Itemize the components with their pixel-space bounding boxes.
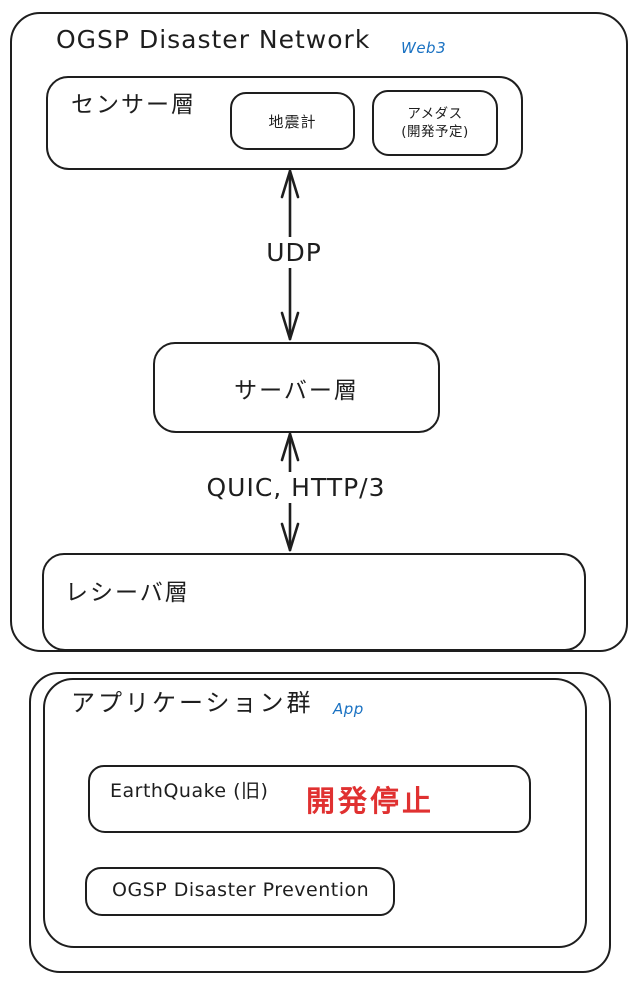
application-outer-box [29,672,611,973]
application-group-label: アプリケーション群 [71,689,314,717]
earthquake-old-box [88,765,531,833]
receiver-layer-label: レシーバ層 [65,580,190,606]
ogsp-network-box [10,12,628,652]
diagram-title: OGSP Disaster Network [56,25,371,54]
server-layer-label: サーバー層 [153,342,440,433]
seismometer-text: 地震計 [268,112,317,131]
web3-tag: Web3 [401,39,447,57]
sensor-layer-box [46,76,523,170]
quic-arrow-label: QUIC, HTTP/3 [162,472,430,504]
seismometer-label: 地震計 [230,92,355,150]
udp-arrow-label: UDP [240,237,348,269]
earthquake-old-label: EarthQuake (旧) [110,780,269,802]
ogsp-prevention-box [85,867,395,916]
application-group-box [43,678,587,948]
amedas-text-line2: (開発予定) [401,124,469,140]
seismometer-box [230,92,355,150]
server-layer-text: サーバー層 [234,377,359,404]
development-stopped-label: 開発停止 [306,784,435,818]
receiver-layer-box [42,553,586,651]
server-layer-box [153,342,440,433]
app-tag: App [333,700,364,718]
amedas-label: アメダス (開発予定) [372,90,498,156]
amedas-box [372,90,498,156]
ogsp-prevention-label: OGSP Disaster Prevention [112,879,370,901]
sensor-layer-label: センサー層 [71,92,196,118]
amedas-text-line1: アメダス [407,105,463,122]
